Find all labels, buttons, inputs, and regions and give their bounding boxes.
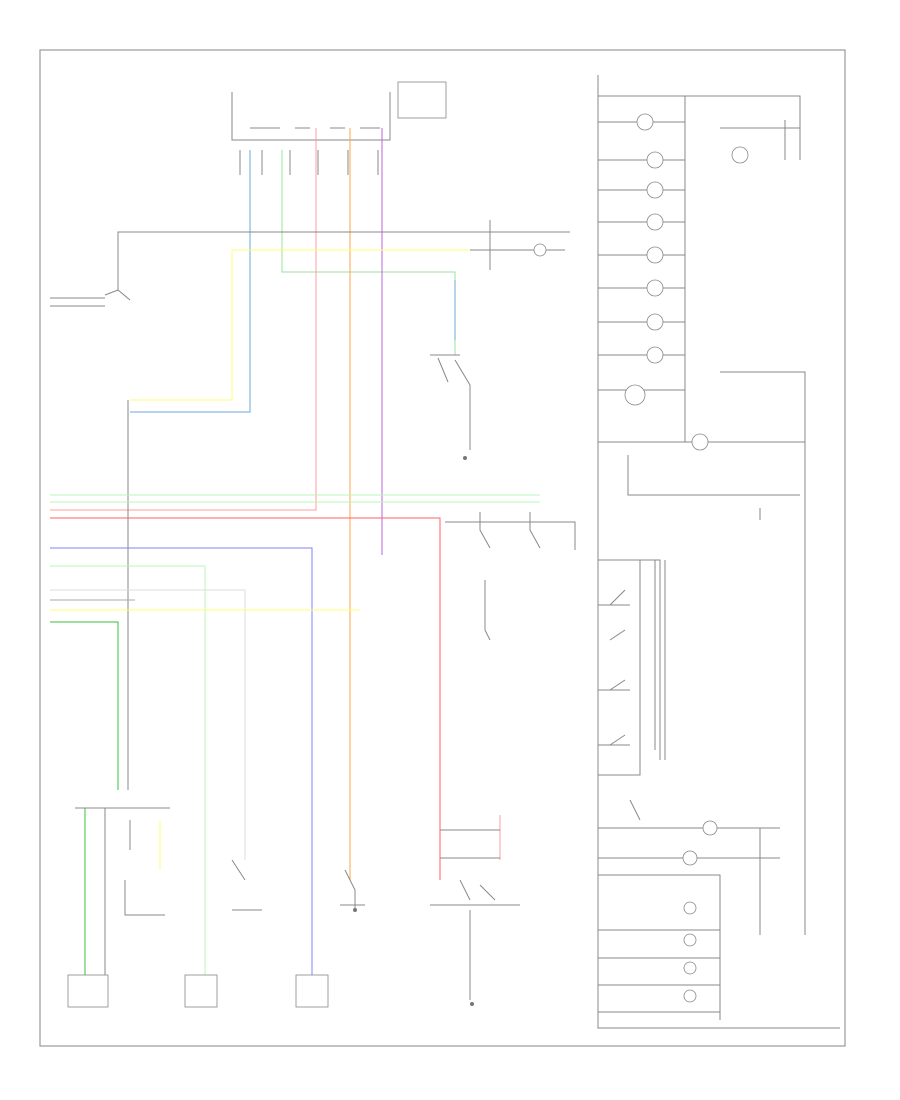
wire-yellow — [130, 249, 470, 401]
diagram-frame — [39, 49, 846, 1047]
indicator-panel — [597, 75, 840, 1029]
bottom-connector — [67, 807, 329, 1008]
brake-switch — [231, 859, 365, 912]
wire-pink — [50, 128, 317, 511]
top-connector-block — [231, 81, 447, 175]
wire-light-green-h3 — [50, 565, 206, 975]
wire-blue — [130, 150, 251, 413]
wire-green — [281, 150, 456, 355]
wire-gray-h — [50, 589, 246, 860]
fuel-sender-unit — [470, 220, 565, 270]
wire-dark-green-h — [50, 621, 119, 790]
wire-red — [50, 517, 441, 880]
door-switches — [445, 512, 576, 641]
wire-violet — [50, 547, 313, 975]
pressure-switch — [430, 280, 471, 460]
seat-belt-switch — [430, 815, 520, 1006]
wire-gray-top — [117, 231, 570, 290]
